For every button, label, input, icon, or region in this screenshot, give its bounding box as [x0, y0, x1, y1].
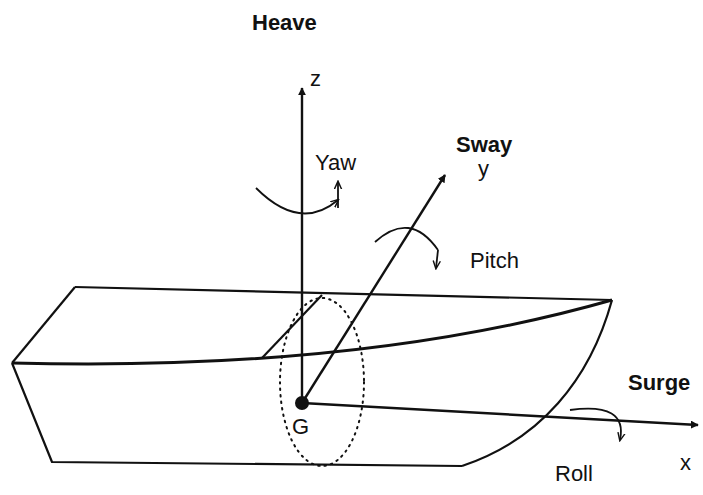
rotation-arrows	[256, 182, 621, 440]
axis-name: y	[478, 158, 489, 180]
axis-name: x	[680, 452, 691, 474]
rotation-name: Roll	[555, 463, 593, 485]
hull-outline	[12, 287, 612, 466]
rotation-name: Yaw	[315, 152, 356, 174]
rotation-name: Pitch	[470, 250, 519, 272]
centre-of-gravity	[295, 396, 309, 410]
point-name: G	[292, 416, 309, 438]
axis-name: z	[310, 68, 321, 90]
motion-name: Sway	[456, 134, 512, 156]
motion-title: Heave	[252, 12, 317, 34]
axes	[302, 88, 698, 425]
motion-name: Surge	[628, 372, 690, 394]
